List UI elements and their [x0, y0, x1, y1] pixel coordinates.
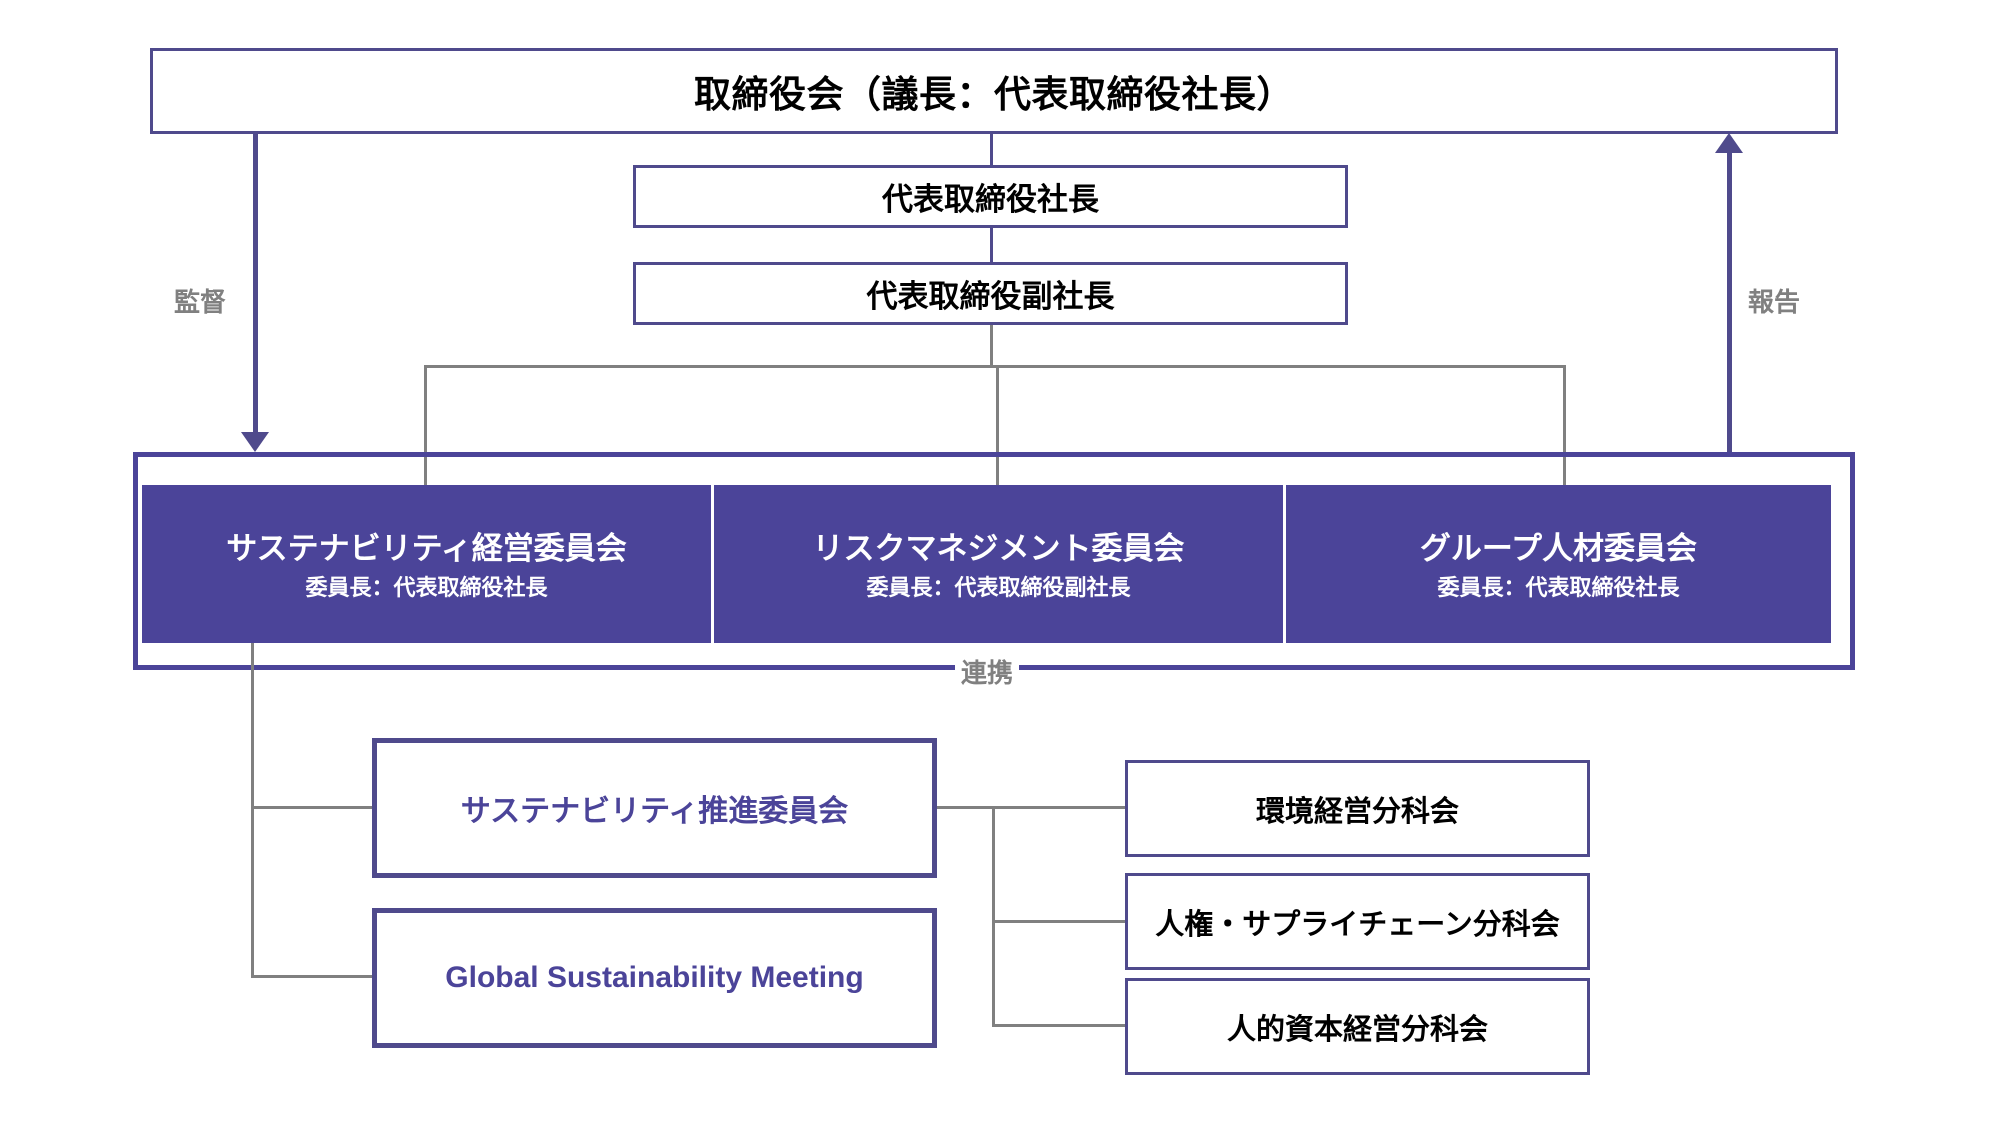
connector-to-subcommittee-2	[992, 920, 1125, 923]
connector-bus-to-committee-1	[424, 365, 427, 485]
connector-vice-president-to-bus	[990, 325, 993, 365]
connector-bus-to-committee-2	[996, 365, 999, 485]
connector-to-subcommittee-1	[992, 806, 1125, 809]
connector-to-promotion-committee	[251, 806, 373, 809]
human-rights-supply-chain-subcommittee-box: 人権・サプライチェーン分科会	[1125, 873, 1590, 970]
committee-3-chair: 委員長：代表取締役社長	[1437, 574, 1680, 600]
report-label: 報告	[1742, 282, 1807, 319]
collaborate-label: 連携	[955, 653, 1020, 690]
committee-2-title: リスクマネジメント委員会	[812, 531, 1185, 567]
board-of-directors-box: 取締役会（議長：代表取締役社長）	[150, 48, 1838, 134]
president-label: 代表取締役社長	[882, 182, 1099, 217]
group-human-resources-committee-box: グループ人材委員会 委員長：代表取締役社長	[1286, 485, 1831, 643]
subcommittee-1-label: 環境経営分科会	[1255, 795, 1459, 828]
supervise-arrowhead-icon	[241, 432, 269, 452]
board-of-directors-label: 取締役会（議長：代表取締役社長）	[694, 74, 1294, 115]
subcommittee-3-label: 人的資本経営分科会	[1226, 1013, 1488, 1046]
risk-management-committee-box: リスクマネジメント委員会 委員長：代表取締役副社長	[714, 485, 1283, 643]
supervise-arrow-line	[253, 134, 258, 434]
connector-board-to-president	[990, 134, 993, 166]
subcommittee-2-label: 人権・サプライチェーン分科会	[1155, 908, 1560, 941]
committee-2-chair: 委員長：代表取締役副社長	[866, 574, 1131, 600]
connector-to-subcommittee-3	[992, 1024, 1125, 1027]
report-arrow-line	[1727, 152, 1732, 452]
connector-promotion-to-fan	[937, 806, 994, 809]
committee-3-title: グループ人材委員会	[1419, 531, 1698, 567]
committee-1-title: サステナビリティ経営委員会	[226, 531, 627, 567]
vice-president-box: 代表取締役副社長	[633, 262, 1348, 325]
human-capital-management-subcommittee-box: 人的資本経営分科会	[1125, 978, 1590, 1075]
connector-committee-1-drop	[251, 643, 254, 978]
sustainability-management-committee-box: サステナビリティ経営委員会 委員長：代表取締役社長	[142, 485, 711, 643]
sustainability-promotion-committee-box: サステナビリティ推進委員会	[372, 738, 937, 878]
global-sustainability-meeting-box: Global Sustainability Meeting	[372, 908, 937, 1048]
environmental-management-subcommittee-box: 環境経営分科会	[1125, 760, 1590, 857]
president-box: 代表取締役社長	[633, 165, 1348, 228]
vice-president-label: 代表取締役副社長	[866, 279, 1115, 314]
gsm-label: Global Sustainability Meeting	[445, 961, 864, 994]
report-arrowhead-icon	[1715, 133, 1743, 153]
committee-bus-line	[424, 365, 1566, 368]
connector-president-to-vice-president	[990, 228, 993, 262]
promotion-committee-label: サステナビリティ推進委員会	[460, 795, 849, 828]
committee-1-chair: 委員長：代表取締役社長	[305, 574, 548, 600]
connector-bus-to-committee-3	[1563, 365, 1566, 485]
connector-to-gsm	[251, 975, 373, 978]
supervise-label: 監督	[168, 282, 233, 319]
connector-subcommittee-spine	[992, 806, 995, 1027]
